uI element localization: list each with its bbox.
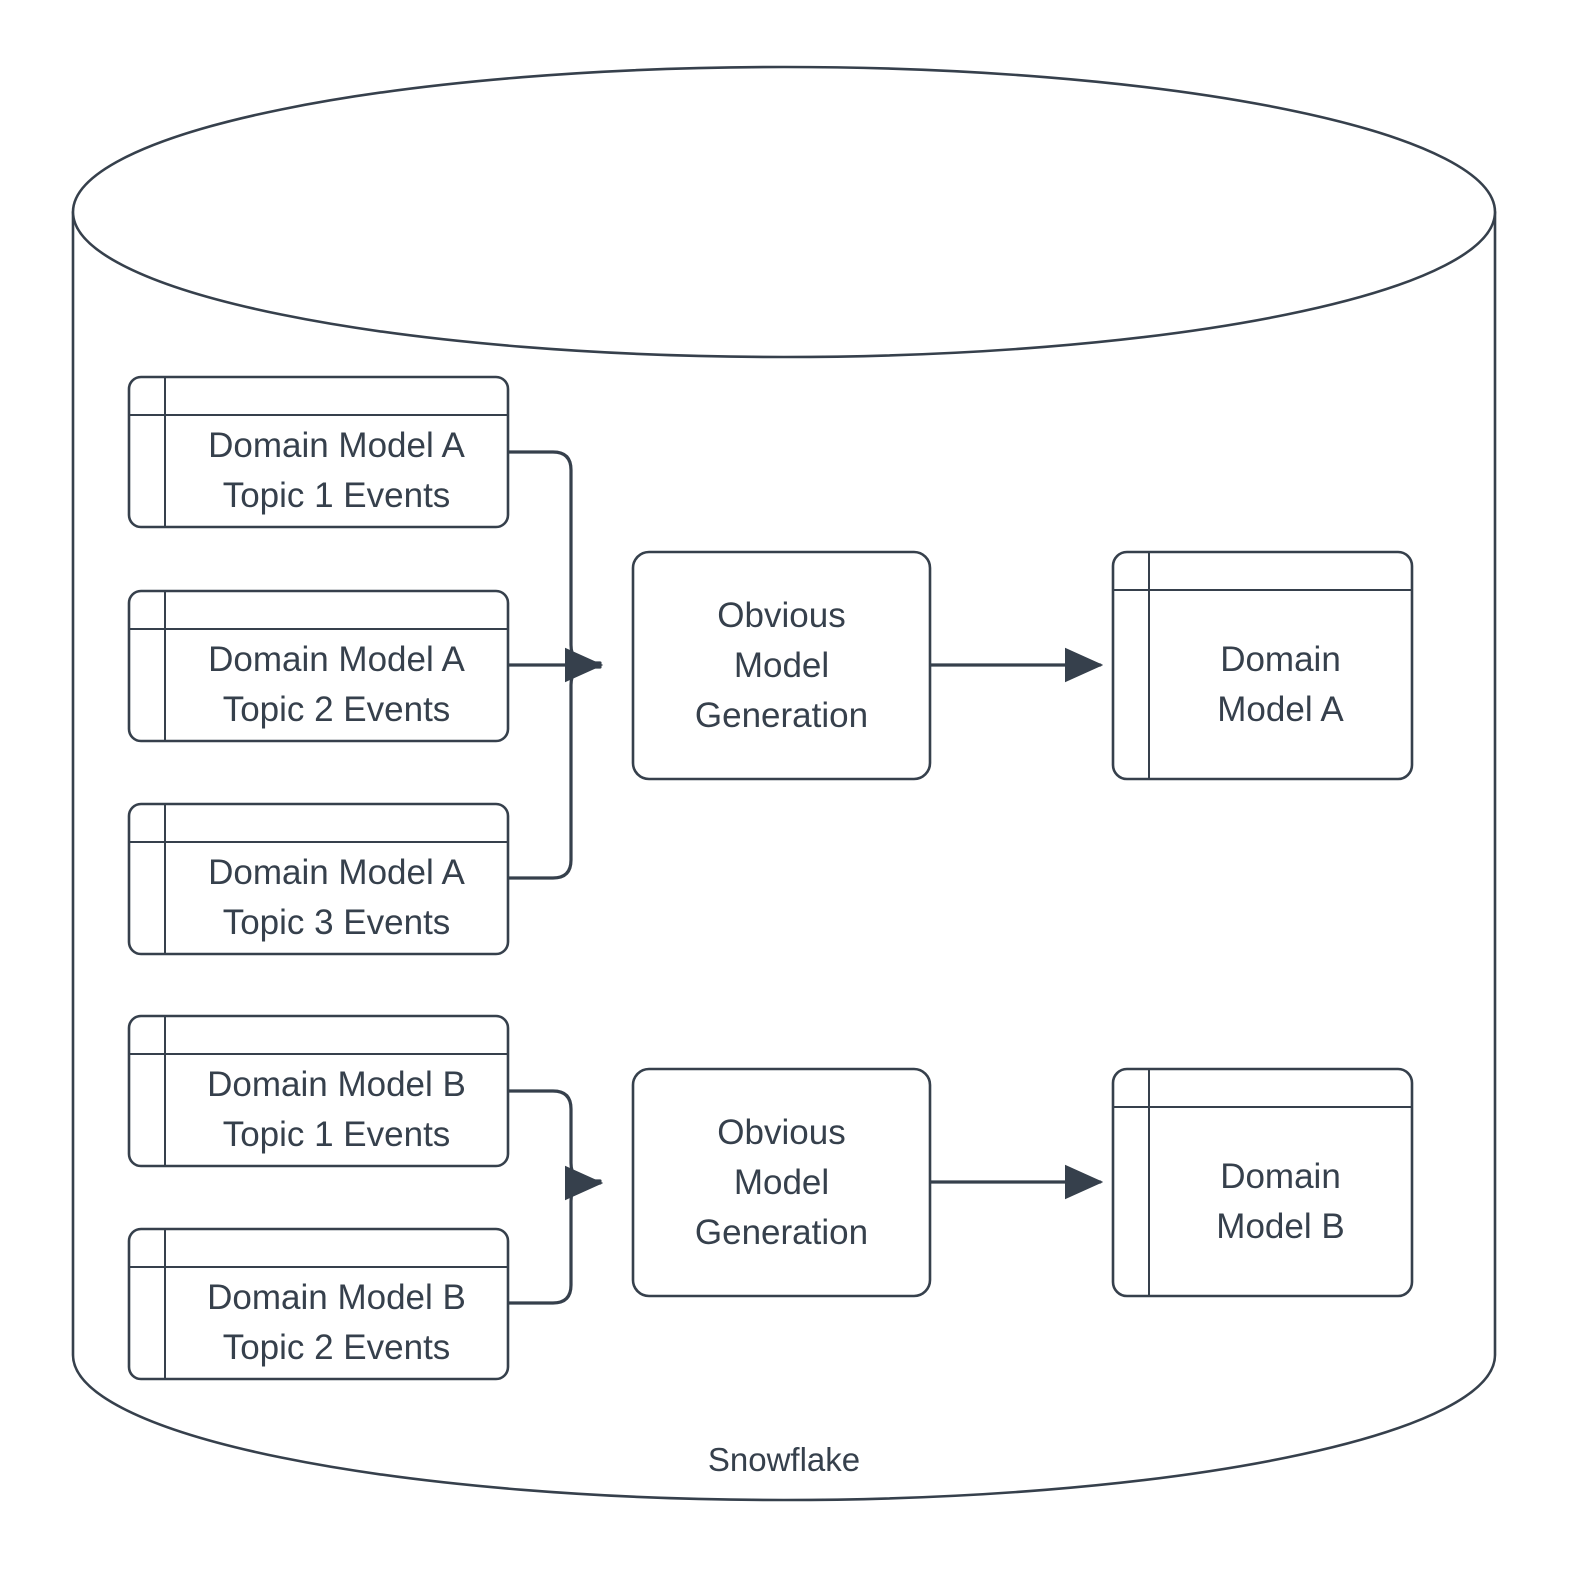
source-table-shapes-b [127, 1014, 510, 1381]
source-table-src-a2 [127, 589, 510, 743]
source-table-src-b1 [127, 1014, 510, 1168]
process-boxes [631, 550, 932, 1298]
connector-group-b [506, 1089, 1104, 1305]
source-table-src-b2 [127, 1227, 510, 1381]
process-box-proc-a [631, 550, 932, 781]
source-table-src-a3 [127, 802, 510, 956]
process-box-proc-b [631, 1067, 932, 1298]
connector-group-a [506, 450, 1104, 880]
output-table-shapes [1111, 550, 1414, 1298]
output-table-out-a [1111, 550, 1414, 781]
cylinder-label: Snowflake [707, 1441, 861, 1478]
connector-src-b2-to-proc-b [506, 1165, 604, 1305]
source-table-shapes-a [127, 375, 510, 956]
source-table-src-a1 [127, 375, 510, 529]
output-table-out-b [1111, 1067, 1414, 1298]
